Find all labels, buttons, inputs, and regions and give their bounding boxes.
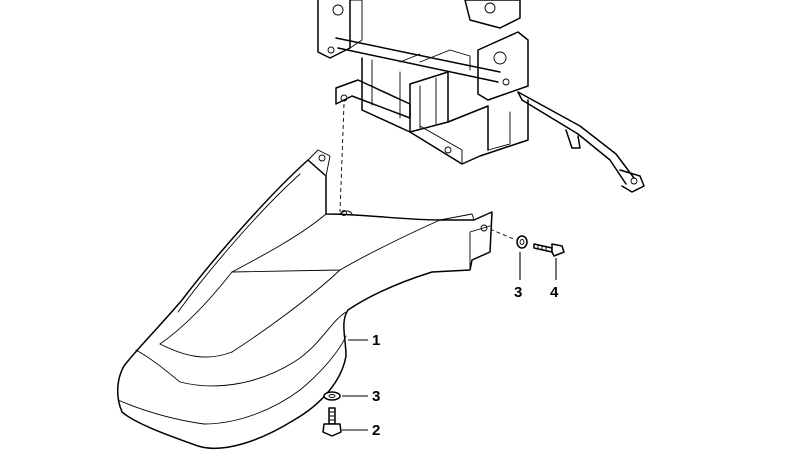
rear-fender [117, 149, 493, 450]
washer-upper [516, 235, 528, 249]
mounting-line-right [489, 228, 517, 241]
callout-2: 2 [372, 422, 380, 439]
washer-lower [323, 391, 341, 401]
callout-4: 4 [550, 284, 559, 301]
bolt-upper [533, 243, 565, 257]
bolt-lower [322, 407, 342, 437]
callout-3-upper: 3 [514, 284, 522, 301]
callout-1: 1 [372, 332, 380, 349]
mounting-line-left [339, 103, 345, 213]
callout-3-lower: 3 [372, 388, 380, 405]
frame-bracket-assembly [317, 0, 645, 193]
